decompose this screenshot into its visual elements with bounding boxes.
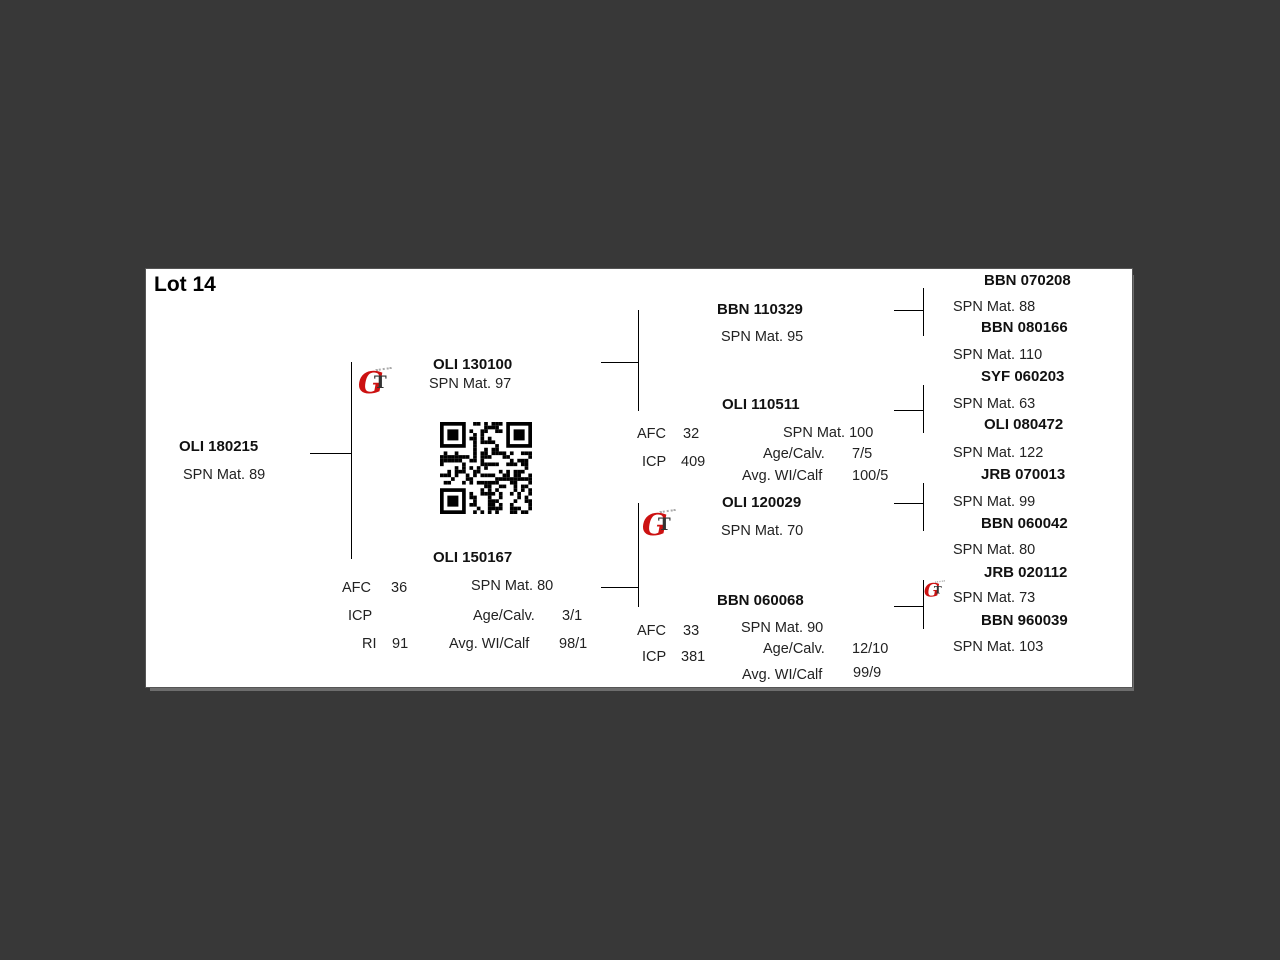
dam-dam-avg-wi-calf-label: Avg. WI/Calf — [742, 667, 823, 683]
gen4-node-spn-mat: SPN Mat. 103 — [953, 639, 1044, 655]
dam-dam-icp-label: ICP — [642, 649, 667, 665]
lot-title: Lot 14 — [154, 273, 216, 296]
bracket-gen4-3-line — [923, 483, 924, 531]
sire-dam-spn-mat: SPN Mat. 100 — [783, 425, 874, 441]
subject-spn-mat: SPN Mat. 89 — [183, 467, 266, 483]
dam-dam-id: BBN 060068 — [717, 592, 804, 609]
gt-logo-letter-g: G — [358, 366, 384, 401]
bracket-gen4-2-line — [923, 385, 924, 433]
sire-dam-afc-label: AFC — [637, 426, 666, 442]
dam-sire-spn-mat: SPN Mat. 70 — [721, 523, 804, 539]
connector-sire-dam-line — [894, 410, 923, 411]
gen4-node-id: BBN 070208 — [984, 272, 1071, 289]
connector-dam-dam-line — [894, 606, 923, 607]
bracket-gen4-4-line — [923, 580, 924, 629]
dam-ri-value: 91 — [392, 636, 409, 652]
sire-dam-avg-wi-calf-value: 100/5 — [852, 468, 889, 484]
sire-sire-id: BBN 110329 — [717, 301, 803, 318]
sire-dam-age-calv-label: Age/Calv. — [763, 446, 825, 462]
dam-avg-wi-calf-value: 98/1 — [559, 636, 588, 652]
dam-spn-mat: SPN Mat. 80 — [471, 578, 554, 594]
gen4-node-id: SYF 060203 — [981, 368, 1065, 385]
gen4-node-spn-mat: SPN Mat. 99 — [953, 494, 1036, 510]
sire-dam-id: OLI 110511 — [722, 396, 800, 413]
dam-afc-label: AFC — [342, 580, 371, 596]
gen4-node-id: BBN 080166 — [981, 319, 1068, 336]
dam-dam-spn-mat: SPN Mat. 90 — [741, 620, 824, 636]
dam-ri-label: RI — [362, 636, 377, 652]
sire-spn-mat: SPN Mat. 97 — [429, 376, 512, 392]
connector-dam-line — [601, 587, 638, 588]
connector-subject-line — [310, 453, 351, 454]
sire-id: OLI 130100 — [433, 356, 513, 373]
bracket-gen2-line — [351, 362, 352, 559]
dam-id: OLI 150167 — [433, 549, 513, 566]
gen4-node-spn-mat: SPN Mat. 110 — [953, 347, 1043, 363]
gt-logo-letter-t: T — [658, 515, 671, 535]
bracket-dam-parents-line — [638, 503, 639, 607]
dam-dam-age-calv-label: Age/Calv. — [763, 641, 825, 657]
sire-sire-spn-mat: SPN Mat. 95 — [721, 329, 804, 345]
qr-code — [439, 422, 533, 514]
sire-dam-icp-label: ICP — [642, 454, 667, 470]
dam-age-calv-value: 3/1 — [562, 608, 583, 624]
bracket-sire-parents-line — [638, 310, 639, 411]
gen4-node-id: JRB 020112 — [984, 564, 1068, 581]
qr-code-pattern — [440, 422, 532, 514]
sire-dam-afc-value: 32 — [683, 426, 700, 442]
dam-afc-value: 36 — [391, 580, 408, 596]
gt-logo-letter-g: G — [642, 508, 668, 543]
dam-avg-wi-calf-label: Avg. WI/Calf — [449, 636, 530, 652]
gen4-node-id: BBN 060042 — [981, 515, 1068, 532]
bracket-gen4-1-line — [923, 288, 924, 336]
gen4-node-spn-mat: SPN Mat. 73 — [953, 590, 1036, 606]
dam-dam-afc-value: 33 — [683, 623, 700, 639]
gen4-node-spn-mat: SPN Mat. 88 — [953, 299, 1036, 315]
gen4-node-spn-mat: SPN Mat. 63 — [953, 396, 1036, 412]
gt-brand-logo: G T — [358, 365, 398, 409]
gen4-node-spn-mat: SPN Mat. 122 — [953, 445, 1044, 461]
gen4-node-id: OLI 080472 — [984, 416, 1064, 433]
sire-dam-avg-wi-calf-label: Avg. WI/Calf — [742, 468, 823, 484]
connector-sire-sire-line — [894, 310, 923, 311]
gt-logo-letter-t: T — [374, 373, 387, 393]
dam-dam-icp-value: 381 — [681, 649, 706, 665]
gt-logo-letter-g: G — [924, 579, 940, 602]
gen4-node-spn-mat: SPN Mat. 80 — [953, 542, 1036, 558]
dam-dam-avg-wi-calf-value: 99/9 — [853, 665, 882, 681]
subject-id: OLI 180215 — [179, 438, 259, 455]
gt-brand-logo: G T — [924, 579, 949, 606]
gt-brand-logo: G T — [642, 507, 682, 551]
connector-dam-sire-line — [894, 503, 923, 504]
gt-logo-letter-t: T — [933, 583, 942, 597]
sire-dam-icp-value: 409 — [681, 454, 706, 470]
dam-dam-afc-label: AFC — [637, 623, 666, 639]
dam-age-calv-label: Age/Calv. — [473, 608, 535, 624]
pedigree-card: Lot 14 OLI 180215 SPN Mat. 89 G T OLI 13… — [145, 268, 1133, 688]
gen4-node-id: JRB 070013 — [981, 466, 1066, 483]
gen4-node-id: BBN 960039 — [981, 612, 1068, 629]
sire-dam-age-calv-value: 7/5 — [852, 446, 873, 462]
dam-sire-id: OLI 120029 — [722, 494, 802, 511]
connector-sire-line — [601, 362, 638, 363]
dam-dam-age-calv-value: 12/10 — [852, 641, 889, 657]
dam-icp-label: ICP — [348, 608, 373, 624]
